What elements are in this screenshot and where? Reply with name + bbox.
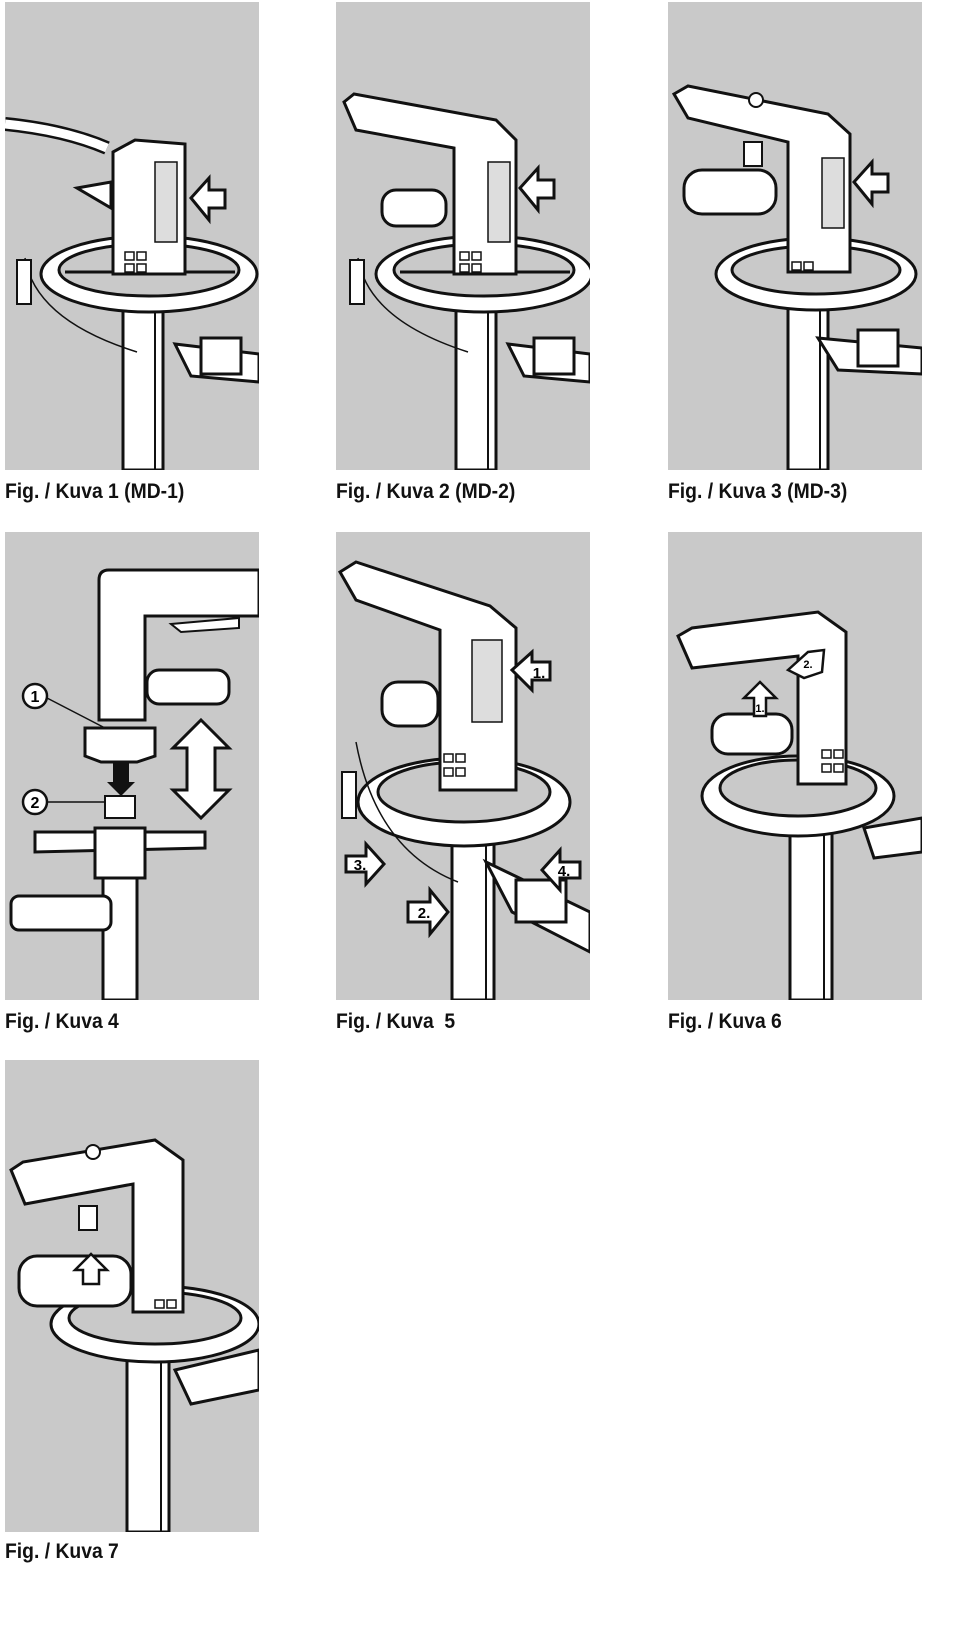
figure-1-caption: Fig. / Kuva 1 (MD-1) <box>5 480 185 503</box>
figure-6-illustration: 1. 2. <box>676 610 922 1000</box>
step-2-label: 2. <box>803 659 812 671</box>
step-1-label: 1. <box>533 665 546 682</box>
figure-6-panel: 1. 2. <box>668 532 922 1000</box>
figure-1-panel <box>5 2 259 470</box>
callout-2-label: 2 <box>31 795 40 812</box>
figure-4-panel: 1 2 <box>5 532 259 1000</box>
figure-6-caption: Fig. / Kuva 6 <box>668 1010 782 1033</box>
figure-2-caption: Fig. / Kuva 2 (MD-2) <box>336 480 516 503</box>
figure-4-caption: Fig. / Kuva 4 <box>5 1010 119 1033</box>
step-2-label: 2. <box>418 905 431 922</box>
step-1-label: 1. <box>755 703 764 715</box>
figure-2-panel <box>336 2 590 470</box>
figure-7-panel <box>5 1060 259 1532</box>
figure-3-caption: Fig. / Kuva 3 (MD-3) <box>668 480 848 503</box>
figure-4-illustration: 1 2 <box>9 568 259 1000</box>
step-3-label: 3. <box>354 857 367 874</box>
figure-5-illustration: 1. 2. 3. 4. <box>337 560 590 1000</box>
figure-7-illustration <box>9 1138 259 1532</box>
step-4-label: 4. <box>558 863 571 880</box>
callout-1-label: 1 <box>31 689 40 706</box>
figure-7-caption: Fig. / Kuva 7 <box>5 1540 119 1563</box>
figure-5-caption: Fig. / Kuva 5 <box>336 1010 456 1033</box>
figure-3-illustration <box>671 84 922 470</box>
figure-5-panel: 1. 2. 3. 4. <box>336 532 590 1000</box>
figure-1-illustration <box>5 117 259 470</box>
figure-3-panel <box>668 2 922 470</box>
figure-2-illustration <box>342 92 590 470</box>
